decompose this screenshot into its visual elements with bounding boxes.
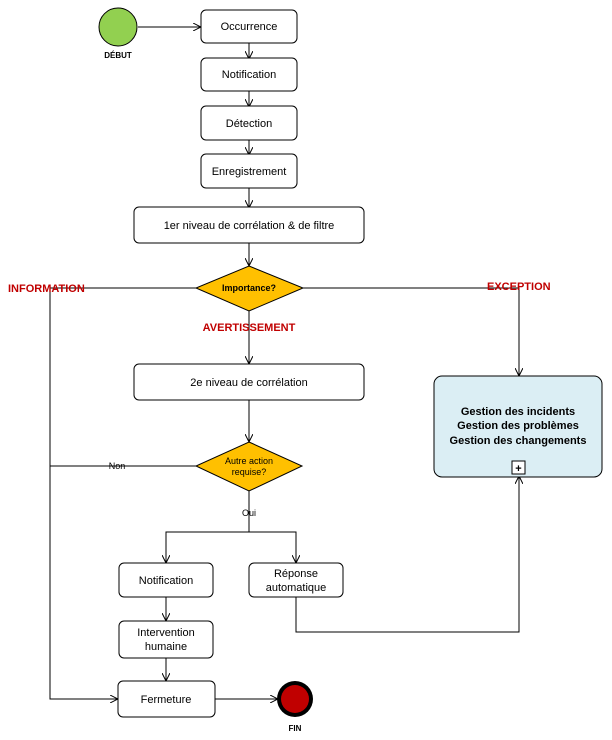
step-intervention-label-2: humaine [145,641,187,653]
end-circle-inner [281,685,309,713]
step-notification: Notification [200,57,298,92]
step-enregistrement: Enregistrement [200,153,298,189]
edge-split-notification [166,531,249,562]
step-reponse-label-2: automatique [266,582,327,594]
step-detection: Détection [200,105,298,141]
edge-importance-exception [303,287,519,375]
branch-label-non: Non [109,461,126,471]
start-circle [98,7,138,47]
step-fermeture-label: Fermeture [141,694,192,706]
decision-importance: Importance? [194,265,305,312]
subprocess-gestion: Gestion des incidents Gestion des problè… [433,375,603,478]
branch-label-avertissement: AVERTISSEMENT [203,322,296,334]
edge-importance-information [49,287,196,699]
branch-label-oui: Oui [242,508,256,518]
step-correlation-1: 1er niveau de corrélation & de filtre [133,206,365,244]
subprocess-label-incidents: Gestion des incidents [461,406,575,418]
decision-importance-label: Importance? [222,283,276,293]
subprocess-marker-box [511,460,526,475]
step-intervention-humaine: Intervention humaine [118,620,214,659]
step-correlation-1-label: 1er niveau de corrélation & de filtre [164,220,335,232]
step-fermeture: Fermeture [117,680,216,718]
step-enregistrement-label: Enregistrement [212,166,287,178]
edge-reponse-subprocess [295,477,519,633]
edges [49,27,519,699]
step-intervention-label-1: Intervention [137,627,194,639]
branch-label-exception: EXCEPTION [487,281,551,293]
subprocess-marker-icon: + [515,463,521,475]
subprocess-shape [433,375,603,478]
step-notification-2-label: Notification [139,575,193,587]
step-occurrence-label: Occurrence [221,21,278,33]
decision-autre-action-shape [194,441,304,492]
edge-split-reponse [249,531,296,562]
step-occurrence: Occurrence [200,9,298,44]
step-reponse-automatique: Réponse automatique [248,562,344,598]
branch-label-information: INFORMATION [8,283,85,295]
end-label: FIN [289,724,302,733]
decision-importance-shape [194,265,305,312]
decision-autre-action-label-2: requise? [232,467,267,477]
step-correlation-2: 2e niveau de corrélation [133,363,365,401]
step-notification-2: Notification [118,562,214,598]
step-reponse-label-1: Réponse [274,568,318,580]
subprocess-label-changements: Gestion des changements [450,435,587,447]
end-node: FIN [277,681,313,733]
start-label: DÉBUT [104,51,132,60]
step-correlation-2-label: 2e niveau de corrélation [190,377,307,389]
step-detection-label: Détection [226,118,272,130]
step-notification-label: Notification [222,69,276,81]
decision-autre-action: Autre action requise? [194,441,304,492]
start-node: DÉBUT [98,7,138,60]
subprocess-label-problemes: Gestion des problèmes [457,420,579,432]
decision-autre-action-label-1: Autre action [225,456,273,466]
